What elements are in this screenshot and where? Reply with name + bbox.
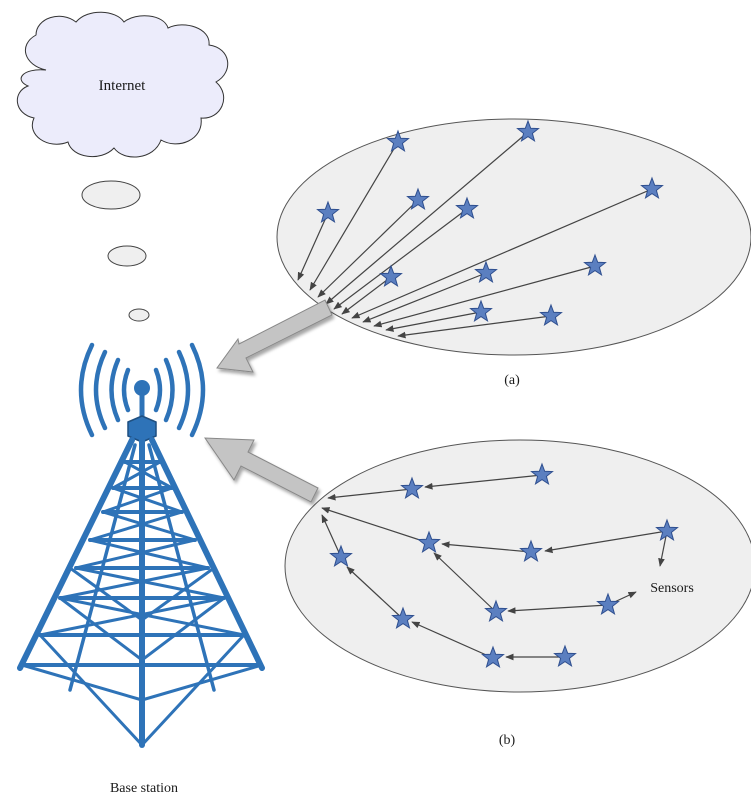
- cloud-icon: [17, 11, 229, 158]
- sensor-link-arrow: [333, 208, 468, 310]
- sensor-link-arrow: [325, 131, 529, 305]
- sensor-link-arrow: [411, 621, 494, 659]
- star-icon: [583, 253, 607, 277]
- star-icon: [417, 530, 441, 554]
- sensor-link-arrow: [341, 276, 392, 315]
- cluster-b-sensors: [329, 462, 679, 669]
- star-icon: [406, 187, 430, 211]
- star-icon: [640, 176, 664, 200]
- sensor-link-arrow: [424, 474, 543, 490]
- star-icon: [400, 476, 424, 500]
- sensor-link-arrow: [317, 199, 419, 298]
- sensors-label: Sensors: [650, 581, 694, 596]
- cluster-b-boundary: [284, 439, 751, 693]
- star-icon: [329, 544, 353, 568]
- sensor-link-arrow: [346, 566, 404, 620]
- star-icon: [316, 200, 340, 224]
- cluster-b: Sensors (b): [284, 439, 751, 748]
- sensor-link-arrow: [373, 265, 596, 328]
- star-icon: [539, 303, 563, 327]
- star-icon: [530, 462, 554, 486]
- star-icon: [469, 299, 493, 323]
- star-icon: [474, 260, 498, 284]
- radio-tower-icon: [17, 342, 265, 748]
- star-icon: [455, 196, 479, 220]
- star-icon: [596, 592, 620, 616]
- cluster-a-boundary: [276, 118, 751, 356]
- sensor-link-arrow: [362, 272, 487, 323]
- sensor-link-arrow: [441, 541, 532, 553]
- sensor-link-arrow: [297, 212, 329, 281]
- panel-a-label: (a): [504, 373, 520, 388]
- thought-bubble-large: [81, 180, 141, 210]
- star-icon: [481, 645, 505, 669]
- radio-waves: [78, 342, 206, 438]
- internet-cloud: Internet: [17, 11, 229, 322]
- star-icon: [553, 644, 577, 668]
- cluster-a-sensors: [316, 119, 664, 327]
- uplink-arrow-a: [216, 299, 333, 373]
- thought-bubble-medium: [107, 245, 147, 267]
- star-icon: [519, 539, 543, 563]
- star-icon: [391, 606, 415, 630]
- cluster-a-links: [297, 131, 653, 339]
- sensor-link-arrow: [309, 141, 399, 291]
- sensor-link-arrow: [544, 530, 668, 554]
- sensor-link-arrow: [321, 507, 430, 544]
- star-icon: [516, 119, 540, 143]
- sensor-link-arrow: [351, 188, 653, 319]
- sensor-link-arrow: [397, 315, 552, 339]
- sensor-link-arrow: [385, 311, 482, 332]
- star-icon: [386, 129, 410, 153]
- sensor-link-arrow: [321, 514, 342, 558]
- sensor-link-arrow: [433, 552, 497, 613]
- cluster-a: (a): [276, 118, 751, 388]
- star-icon: [484, 599, 508, 623]
- panel-b-label: (b): [499, 733, 516, 748]
- sensor-link-arrow: [327, 488, 413, 501]
- cluster-b-links: [321, 474, 668, 661]
- thought-bubble-small: [128, 308, 150, 322]
- uplink-arrow-b: [204, 437, 319, 503]
- base-station-label: Base station: [110, 781, 178, 796]
- star-icon: [379, 264, 403, 288]
- sensor-link-arrow: [507, 604, 609, 614]
- internet-label: Internet: [99, 78, 146, 94]
- star-icon: [655, 518, 679, 542]
